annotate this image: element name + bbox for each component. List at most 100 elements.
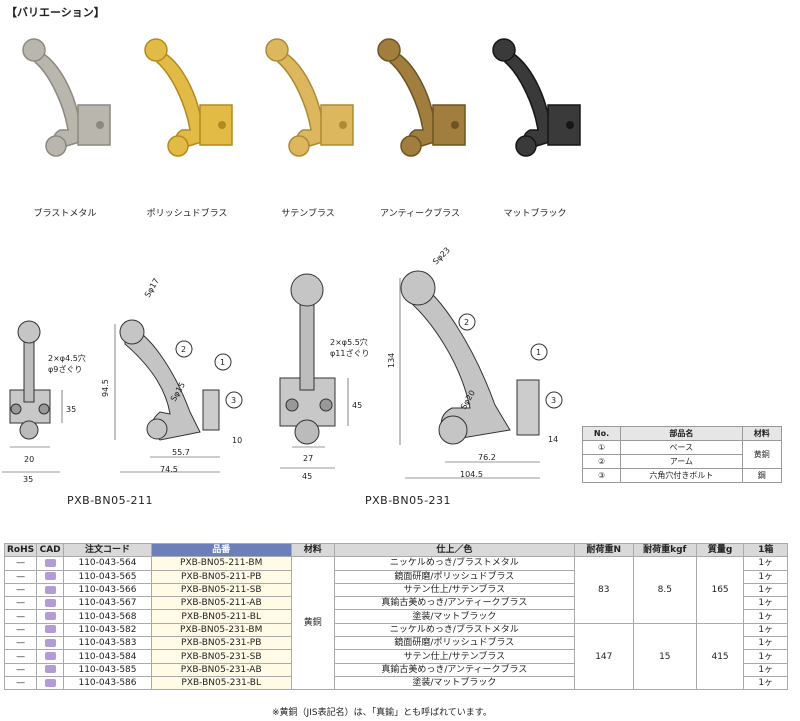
dim-w: 45 (302, 472, 312, 481)
rohs-cell: — (3, 675, 38, 691)
part-number: PXB-BN05-211-AB (150, 596, 292, 611)
marker-1: 1 (536, 348, 541, 357)
marker-2: 2 (464, 318, 469, 327)
cad-icon[interactable] (44, 665, 56, 674)
cad-cell[interactable] (36, 609, 65, 624)
load-n-cell: 147 (573, 622, 634, 691)
cad-cell[interactable] (36, 636, 65, 651)
cad-cell[interactable] (36, 662, 65, 677)
box-cell: 1ヶ (743, 582, 788, 598)
side-view (114, 319, 220, 473)
marker-2: 2 (181, 345, 186, 354)
order-code: 110-043-585 (63, 662, 152, 677)
dim-r1: Sφ17 (143, 277, 161, 299)
order-code: 110-043-582 (63, 622, 152, 638)
variant-item: サテンブラス (243, 30, 373, 219)
cad-icon[interactable] (44, 652, 56, 661)
parts-no: ③ (581, 468, 622, 483)
hole-note-2: φ9ざぐり (48, 364, 82, 374)
material-cell: 黄銅 (290, 556, 335, 691)
cad-icon[interactable] (44, 558, 56, 567)
rohs-cell: — (3, 649, 38, 664)
load-kgf-cell: 8.5 (632, 556, 697, 624)
cad-icon[interactable] (44, 612, 56, 621)
model-label-231: PXB-BN05-231 (365, 494, 452, 507)
part-number: PXB-BN05-231-BL (150, 675, 292, 691)
variant-item: ブラストメタル (0, 30, 130, 219)
cad-icon[interactable] (44, 625, 56, 634)
cad-icon[interactable] (44, 638, 56, 647)
part-number: PXB-BN05-231-BM (150, 622, 292, 638)
header-material: 材料 (290, 542, 335, 558)
marker-1: 1 (220, 358, 225, 367)
variant-caption: ポリッシュドブラス (146, 209, 228, 219)
finish-cell: 鏡面研磨/ポリッシュドブラス (334, 569, 575, 584)
cad-cell[interactable] (36, 582, 65, 598)
finish-cell: ニッケルめっき/ブラストメタル (334, 556, 575, 571)
header-rohs: RoHS (3, 542, 38, 558)
cad-cell[interactable] (36, 596, 65, 611)
rohs-cell: — (3, 636, 38, 651)
part-number: PXB-BN05-231-PB (150, 636, 292, 651)
header-cad: CAD (36, 542, 65, 558)
dim-d1: 76.2 (478, 453, 496, 462)
part-number: PXB-BN05-211-BM (150, 556, 292, 571)
order-code: 110-043-567 (63, 596, 152, 611)
parts-material: 鋼 (741, 468, 783, 483)
box-cell: 1ヶ (743, 675, 788, 691)
hole-note-2: φ11ざぐり (330, 348, 369, 358)
header-box: 1箱 (743, 542, 788, 558)
parts-material: 黄銅 (741, 440, 783, 469)
mass-cell: 415 (695, 622, 745, 691)
parts-name: アーム (620, 454, 743, 469)
parts-name: ベース (620, 440, 743, 455)
part-number: PXB-BN05-211-PB (150, 569, 292, 584)
order-code: 110-043-583 (63, 636, 152, 651)
dim-w-small: 20 (24, 455, 34, 464)
finish-cell: サテン仕上/サテンブラス (334, 582, 575, 598)
cad-icon[interactable] (44, 585, 56, 594)
load-kgf-cell: 15 (632, 622, 697, 691)
cad-cell[interactable] (36, 675, 65, 691)
finish-cell: 真鍮古美めっき/アンティークブラス (334, 596, 575, 611)
hook-image (492, 38, 581, 157)
parts-header-no: No. (581, 426, 622, 441)
parts-table: No. 部品名 材料 ① ベース 黄銅 ② アーム ③ 六角穴付きボルト 鋼 (581, 426, 783, 483)
drawing-211: 20 35 35 2×φ4.5穴 φ9ざぐり Sφ17 Sφ15 94.5 55… (2, 277, 243, 482)
variant-item: ポリッシュドブラス (122, 30, 252, 219)
side-view (399, 270, 540, 479)
cad-icon[interactable] (44, 678, 56, 687)
dim-d3: 14 (548, 435, 558, 444)
part-number: PXB-BN05-231-AB (150, 662, 292, 677)
cad-cell[interactable] (36, 622, 65, 638)
box-cell: 1ヶ (743, 556, 788, 571)
dim-r1: Sφ23 (431, 246, 452, 267)
header-mass: 質量g (695, 542, 745, 558)
finish-cell: 塗装/マットブラック (334, 609, 575, 624)
order-code: 110-043-564 (63, 556, 152, 571)
cad-cell[interactable] (36, 649, 65, 664)
order-code: 110-043-568 (63, 609, 152, 624)
rohs-cell: — (3, 622, 38, 638)
dim-d1: 55.7 (172, 448, 190, 457)
dim-d2: 104.5 (460, 470, 483, 479)
cad-icon[interactable] (44, 572, 56, 581)
rohs-cell: — (3, 596, 38, 611)
order-code: 110-043-565 (63, 569, 152, 584)
cad-cell[interactable] (36, 569, 65, 584)
rohs-cell: — (3, 662, 38, 677)
dim-d2: 74.5 (160, 465, 178, 474)
order-code: 110-043-586 (63, 675, 152, 691)
box-cell: 1ヶ (743, 622, 788, 638)
cad-cell[interactable] (36, 556, 65, 571)
dim-w: 35 (23, 475, 33, 482)
variant-item: マットブラック (470, 30, 600, 219)
cad-icon[interactable] (44, 598, 56, 607)
box-cell: 1ヶ (743, 569, 788, 584)
dim-height: 134 (387, 353, 396, 368)
finish-cell: 真鍮古美めっき/アンティークブラス (334, 662, 575, 677)
hole-note-1: 2×φ5.5穴 (330, 337, 368, 347)
